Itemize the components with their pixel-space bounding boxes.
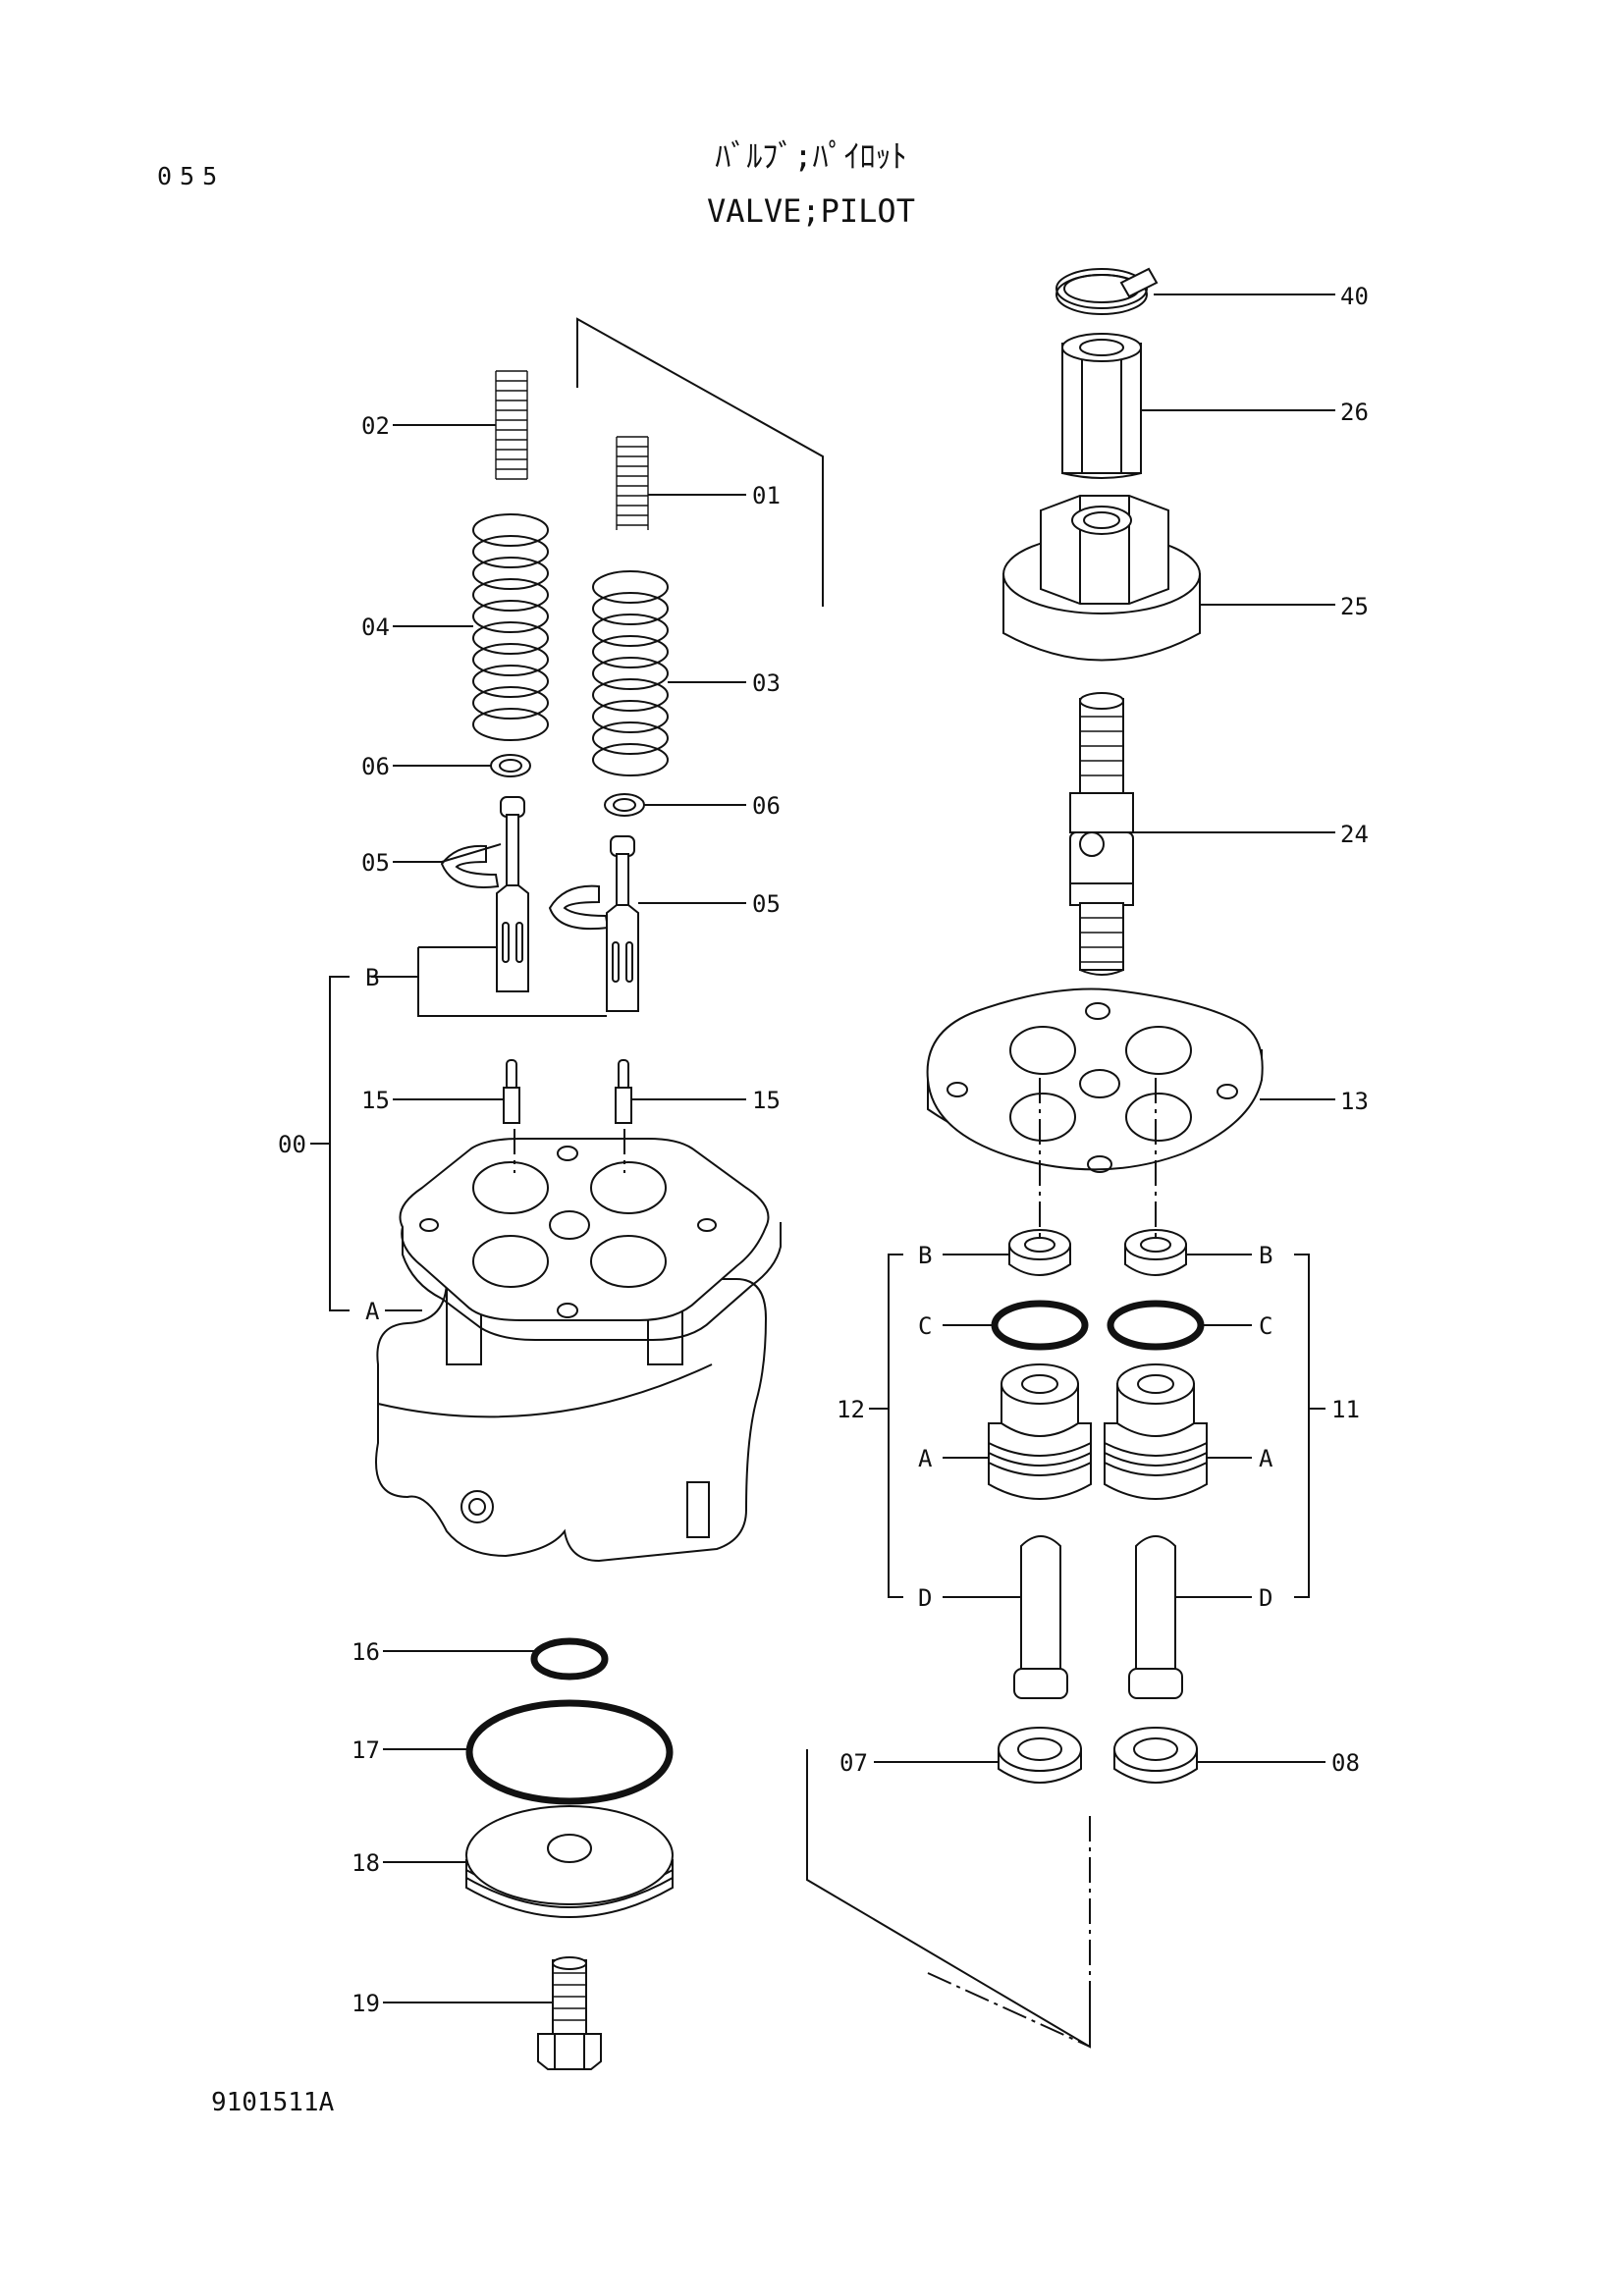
callout-19: 19	[352, 1990, 380, 2017]
callout-07: 07	[839, 1749, 868, 1777]
part-valve-body	[375, 1138, 782, 1563]
callout-03: 03	[752, 669, 781, 697]
callout-a-right-group-left: A	[918, 1445, 933, 1472]
alignment-frame-top	[576, 317, 824, 607]
part-15-pin-left	[503, 1059, 520, 1124]
part-24-joint	[1069, 692, 1134, 976]
part-01-spring	[616, 436, 649, 530]
axis-lines	[514, 1078, 1157, 1237]
part-seat-b-right	[1124, 1229, 1187, 1276]
callout-17: 17	[352, 1736, 380, 1764]
part-02-spring	[495, 370, 528, 480]
part-oring-c-right	[1107, 1300, 1205, 1351]
callout-05-left: 05	[361, 849, 390, 877]
callout-d-left: D	[918, 1584, 932, 1612]
part-18-plate	[465, 1805, 674, 1918]
page-number: 055	[157, 162, 225, 190]
part-15-pin-right	[615, 1059, 632, 1124]
callout-b-right-group-right: B	[1259, 1242, 1272, 1269]
part-06-washer-right	[604, 793, 645, 817]
part-16-oring	[530, 1637, 609, 1681]
callout-a-right-group-right: A	[1259, 1445, 1273, 1472]
callout-c-right: C	[1259, 1312, 1272, 1340]
callout-c-left: C	[918, 1312, 932, 1340]
callout-12: 12	[837, 1396, 865, 1423]
callout-05-right: 05	[752, 890, 781, 918]
callout-11: 11	[1331, 1396, 1360, 1423]
callout-labels: 40 26 25 24 13 B B C C A A D D 12 11 07 …	[278, 283, 1369, 2017]
leader-lines	[310, 294, 1335, 2003]
callout-25: 25	[1340, 593, 1369, 620]
part-rod-d-left	[1013, 1535, 1068, 1699]
part-06-washer-left	[490, 754, 531, 777]
part-40-clamp	[1055, 267, 1159, 315]
callout-40: 40	[1340, 283, 1369, 310]
callout-15-left: 15	[361, 1087, 390, 1114]
callout-b-right-group-left: B	[918, 1242, 932, 1269]
callout-26: 26	[1340, 399, 1369, 426]
part-plug-a-right	[1104, 1363, 1208, 1500]
callout-b-left: B	[365, 964, 379, 991]
part-04-spring	[472, 513, 549, 741]
callout-06-left: 06	[361, 753, 390, 780]
callout-16: 16	[352, 1638, 380, 1666]
part-25-adjust-nut	[1002, 495, 1201, 662]
callout-06-right: 06	[752, 792, 781, 820]
part-08-nut	[1113, 1727, 1198, 1784]
alignment-frame-bottom	[806, 1749, 1091, 2049]
part-26-hex-coupling	[1061, 333, 1142, 479]
callout-08: 08	[1331, 1749, 1360, 1777]
callout-24: 24	[1340, 821, 1369, 848]
part-19-bolt	[537, 1956, 602, 2070]
callout-01: 01	[752, 482, 781, 509]
part-spool-b-left	[496, 796, 529, 992]
callout-d-right: D	[1259, 1584, 1272, 1612]
title-english: VALVE;PILOT	[707, 192, 915, 230]
callout-a-left: A	[365, 1298, 380, 1325]
part-spool-b-right	[606, 835, 639, 1012]
part-07-nut	[998, 1727, 1082, 1784]
part-05-retainer-right	[548, 884, 610, 931]
part-13-plate	[926, 988, 1264, 1173]
part-seat-b-left	[1008, 1229, 1071, 1276]
part-plug-a-left	[988, 1363, 1092, 1500]
part-05-retainer-left	[440, 844, 500, 888]
callout-13: 13	[1340, 1088, 1369, 1115]
callout-02: 02	[361, 412, 390, 440]
title-katakana: ﾊﾞﾙﾌﾞ;ﾊﾟｲﾛｯﾄ	[715, 137, 906, 175]
callout-04: 04	[361, 614, 390, 641]
part-oring-c-left	[991, 1300, 1089, 1351]
callout-00: 00	[278, 1131, 306, 1158]
drawing-code: 9101511A	[211, 2088, 335, 2117]
callout-15-right: 15	[752, 1087, 781, 1114]
callout-18: 18	[352, 1849, 380, 1877]
part-17-oring	[465, 1699, 674, 1805]
part-03-spring	[592, 570, 669, 776]
part-rod-d-right	[1128, 1535, 1183, 1699]
